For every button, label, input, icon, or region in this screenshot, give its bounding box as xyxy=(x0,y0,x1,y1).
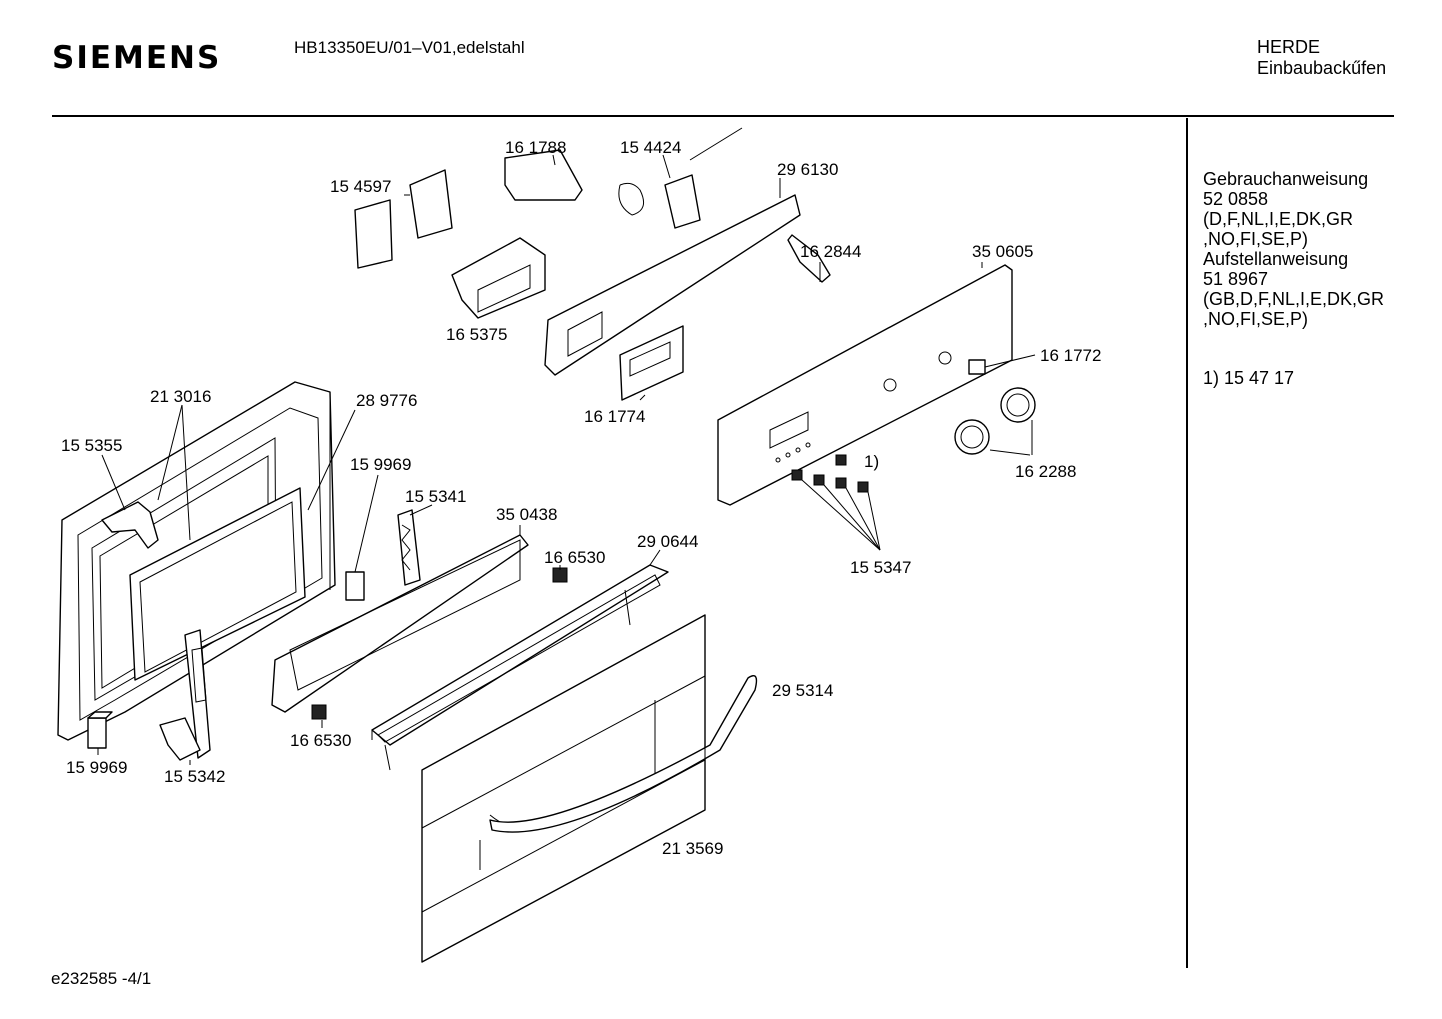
part-label: 29 0644 xyxy=(637,532,698,551)
part-label: 16 2844 xyxy=(800,242,861,261)
header-divider xyxy=(52,115,1394,117)
part-label: 35 0438 xyxy=(496,505,557,524)
clock-module xyxy=(451,237,546,319)
doc-line: Aufstellanweisung xyxy=(1203,249,1349,269)
indicator-lamp xyxy=(968,359,986,375)
part-label: 21 3016 xyxy=(150,387,211,406)
category: HERDE Einbaubackűfen xyxy=(1257,37,1386,79)
part-label: 15 9969 xyxy=(66,758,127,777)
sidebar-divider xyxy=(1186,118,1188,968)
doc-line: 51 8967 xyxy=(1203,269,1269,289)
doc-line: ,NO,FI,SE,P) xyxy=(1203,309,1309,329)
thermostat xyxy=(618,127,743,229)
part-label: 15 5342 xyxy=(164,767,225,786)
screw-mid-lower xyxy=(311,704,327,720)
document-id: e232585 -4/1 xyxy=(51,969,152,988)
hinge-spring-right xyxy=(397,509,421,586)
hinge-clip-left xyxy=(101,501,159,549)
doc-line: (D,F,NL,I,E,DK,GR xyxy=(1203,209,1354,229)
part-label: 29 6130 xyxy=(777,160,838,179)
outer-door-panel xyxy=(421,614,706,963)
model-title: HB13350EU/01–V01,edelstahl xyxy=(294,38,525,57)
door-inner-frame xyxy=(57,381,336,741)
spacer-block-left xyxy=(87,711,113,749)
part-label: 16 5375 xyxy=(446,325,507,344)
control-bracket xyxy=(544,194,801,376)
part-label: 28 9776 xyxy=(356,391,417,410)
heat-shield-plate xyxy=(271,534,529,713)
screw-mid-upper xyxy=(552,567,568,583)
terminal-block-a xyxy=(354,199,393,269)
control-panel-fascia xyxy=(717,264,1013,506)
part-label: 35 0605 xyxy=(972,242,1033,261)
part-label: 16 1774 xyxy=(584,407,645,426)
part-label: 15 4597 xyxy=(330,177,391,196)
part-label: 16 1788 xyxy=(505,138,566,157)
part-label: 15 5341 xyxy=(405,487,466,506)
doc-line: Gebrauchanweisung xyxy=(1203,169,1369,189)
part-label: 21 3569 xyxy=(662,839,723,858)
part-label: 16 6530 xyxy=(290,731,351,750)
brand-logo: SIEMENS xyxy=(52,40,222,76)
selector-switch xyxy=(504,149,583,201)
part-label: 15 5347 xyxy=(850,558,911,577)
part-label: 15 9969 xyxy=(350,455,411,474)
doc-line: 52 0858 xyxy=(1203,189,1269,209)
part-label: 15 5355 xyxy=(61,436,122,455)
part-label: 16 1772 xyxy=(1040,346,1101,365)
hinge-left xyxy=(159,629,211,761)
part-label: 29 5314 xyxy=(772,681,833,700)
doc-line: ,NO,FI,SE,P) xyxy=(1203,229,1309,249)
category-line-1: HERDE xyxy=(1257,37,1321,57)
doc-line: (GB,D,F,NL,I,E,DK,GR xyxy=(1203,289,1385,309)
part-label: 1) xyxy=(864,452,879,471)
fascia-screws xyxy=(791,454,869,493)
door-rail xyxy=(371,564,669,771)
display-module xyxy=(619,325,684,401)
footnote: 1) 15 47 17 xyxy=(1203,368,1295,388)
part-labels: 16 1788 15 4424 29 6130 15 4597 16 2844 … xyxy=(61,138,1101,858)
part-label: 16 2288 xyxy=(1015,462,1076,481)
control-knobs xyxy=(954,387,1036,455)
spacer-block-mid xyxy=(345,571,365,601)
leader-lines xyxy=(97,154,1036,770)
door-handle xyxy=(489,675,758,833)
part-label: 15 4424 xyxy=(620,138,681,157)
category-line-2: Einbaubackűfen xyxy=(1257,58,1387,78)
documentation-list: Gebrauchanweisung 52 0858 (D,F,NL,I,E,DK… xyxy=(1203,169,1384,329)
terminal-block-b xyxy=(409,169,453,239)
part-label: 16 6530 xyxy=(544,548,605,567)
